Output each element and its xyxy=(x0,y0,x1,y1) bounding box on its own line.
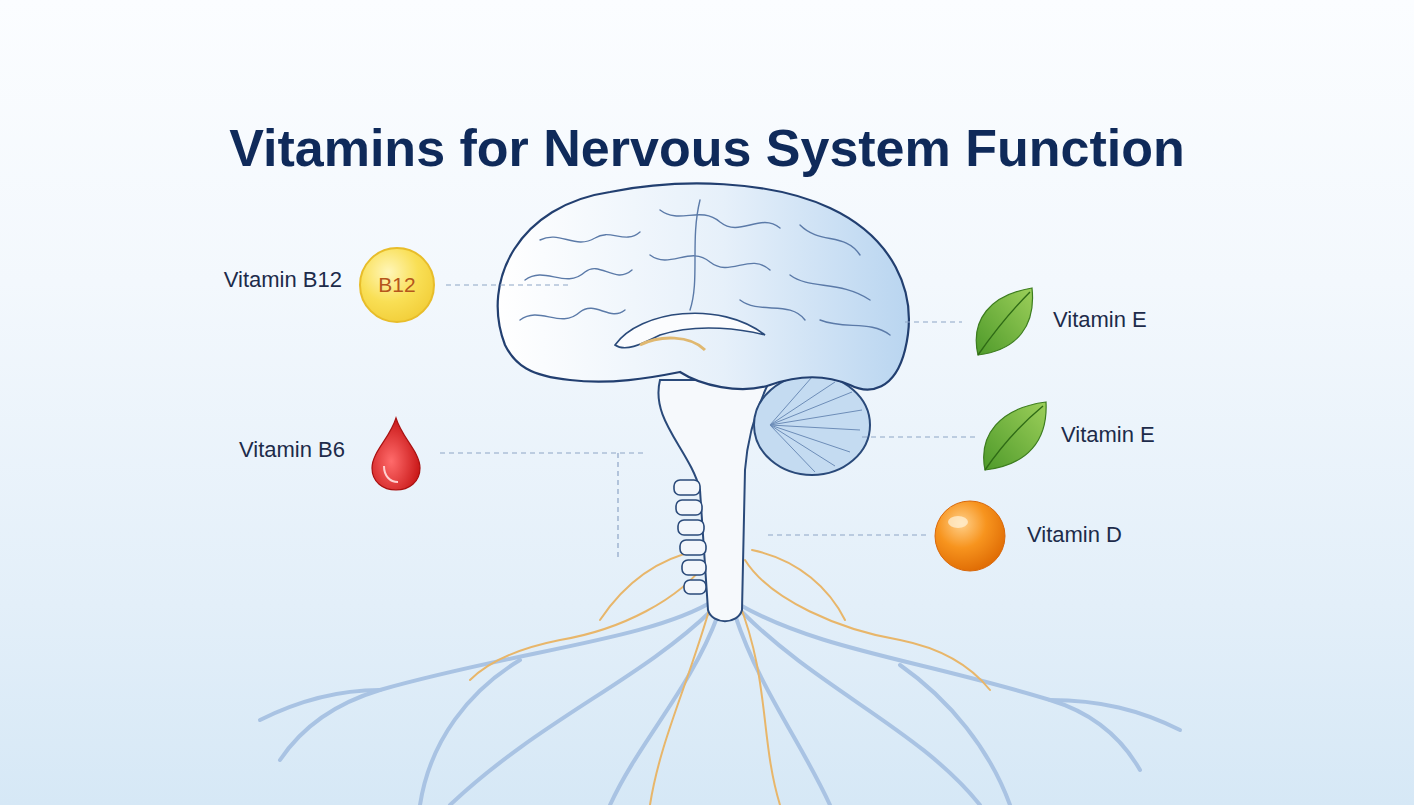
vitamin-label: Vitamin E xyxy=(1053,309,1147,331)
vitamin-label: Vitamin B12 xyxy=(224,269,342,291)
badge-text: B12 xyxy=(378,273,415,297)
vitamin-badge: B12 xyxy=(359,247,435,323)
vitamin-label: Vitamin D xyxy=(1027,524,1122,546)
vitamin-label: Vitamin E xyxy=(1061,424,1155,446)
vitamin-label: Vitamin B6 xyxy=(239,439,345,461)
diagram-title: Vitamins for Nervous System Function xyxy=(0,118,1414,178)
